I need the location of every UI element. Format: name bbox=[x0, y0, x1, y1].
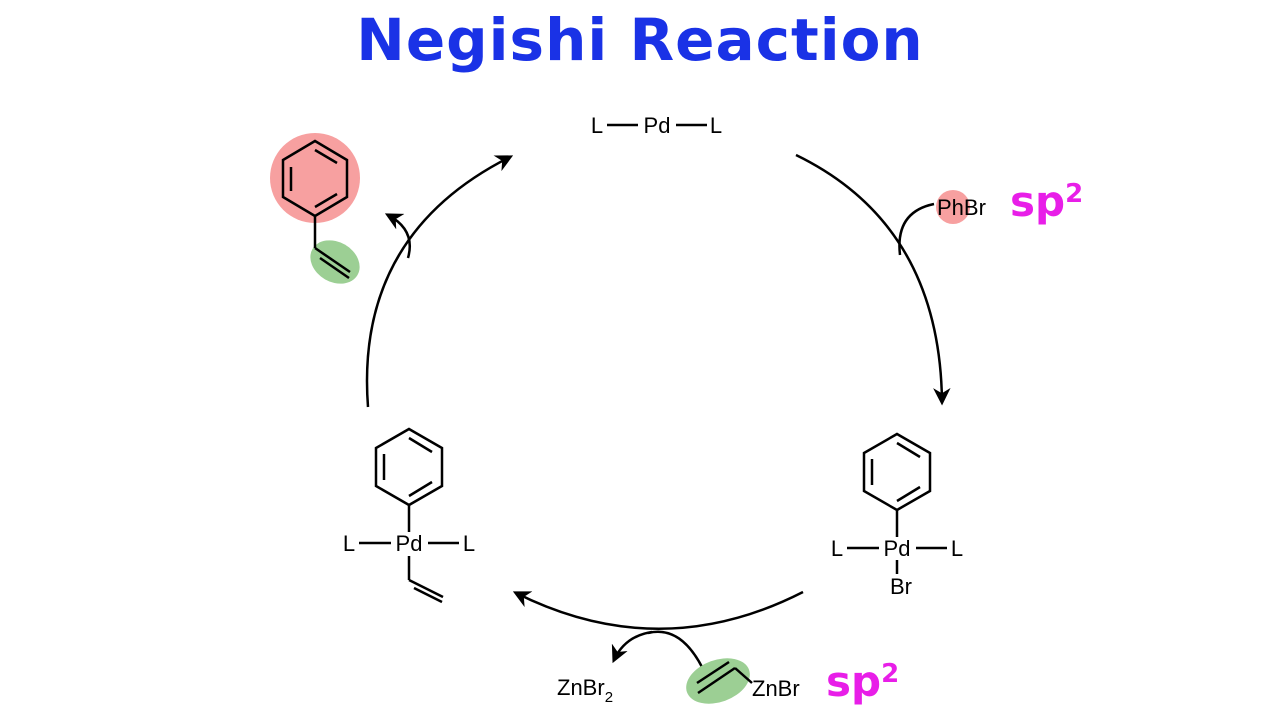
phbr-entry-curve bbox=[898, 202, 935, 256]
vinyl-double-bond bbox=[696, 660, 730, 685]
pd-vinyl-complex: L Pd L bbox=[343, 427, 475, 604]
ligand-label: L bbox=[831, 536, 843, 561]
ring-double-bond bbox=[314, 148, 338, 165]
cycle-arrow-reductive-elimination bbox=[365, 155, 514, 408]
benzene-ring bbox=[862, 432, 932, 512]
vinyl-double-bond bbox=[413, 586, 443, 604]
ring-double-bond bbox=[896, 485, 921, 503]
metal-label: Pd bbox=[644, 113, 671, 138]
vinyl-highlight bbox=[686, 658, 750, 704]
ligand-label: L bbox=[951, 536, 963, 561]
ring-double-bond bbox=[408, 480, 433, 498]
phbr-label: PhBr bbox=[937, 195, 986, 220]
ligand-label: L bbox=[591, 113, 603, 138]
catalyst-pd-l2: L Pd L bbox=[591, 113, 722, 138]
hybridization-label-bottom: sp2 bbox=[826, 657, 899, 706]
phbr-reagent: PhBr bbox=[936, 190, 986, 224]
vinylzinc-reagent: ZnBr bbox=[686, 658, 800, 704]
metal-label: Pd bbox=[884, 536, 911, 561]
styrene-product bbox=[270, 133, 360, 284]
phenyl-highlight bbox=[936, 190, 970, 224]
ring-double-bond bbox=[408, 436, 433, 454]
ring-double-bond bbox=[896, 441, 921, 459]
pd-bromide-complex: L Pd L Br bbox=[831, 432, 963, 599]
metal-label: Pd bbox=[396, 531, 423, 556]
benzene-ring bbox=[374, 427, 444, 507]
znbr-label: ZnBr bbox=[752, 676, 800, 701]
vinyl-double-bond bbox=[697, 666, 736, 695]
product-release-arrow bbox=[384, 213, 411, 259]
znbr2-release-arrow bbox=[611, 630, 653, 664]
vinyl-zn-bond bbox=[734, 667, 753, 684]
cycle-arrow-oxidative-addition bbox=[795, 153, 951, 406]
hybridization-label-top: sp2 bbox=[1010, 177, 1083, 226]
ligand-label: L bbox=[710, 113, 722, 138]
bromide-label: Br bbox=[890, 574, 912, 599]
ligand-label: L bbox=[463, 531, 475, 556]
ligand-label: L bbox=[343, 531, 355, 556]
vinyl-double-bond bbox=[319, 256, 350, 280]
page-title: Negishi Reaction bbox=[356, 6, 924, 74]
ring-double-bond bbox=[314, 192, 338, 209]
cycle-arrow-transmetalation bbox=[512, 590, 804, 630]
znbr2-label: ZnBr2 bbox=[557, 675, 613, 706]
vinyl-double-bond bbox=[408, 578, 444, 599]
vinylzinc-entry-curve bbox=[647, 630, 704, 668]
vinyl-double-bond bbox=[314, 246, 351, 274]
